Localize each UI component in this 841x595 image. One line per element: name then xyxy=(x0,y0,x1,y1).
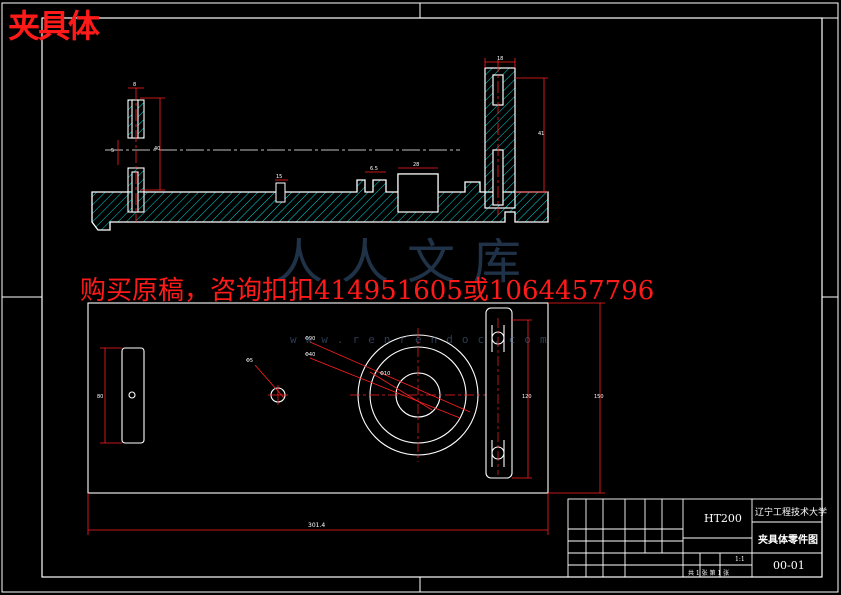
dim-side-height: 41 xyxy=(538,131,544,137)
dim-circle-a: Φ10 xyxy=(380,371,390,377)
right-slot-bar xyxy=(485,307,513,479)
title-block-sheet: 共 1 张 第 1 张 xyxy=(688,570,730,577)
dim-height-b: 120 xyxy=(522,394,532,400)
dim-left-upper: 8 xyxy=(133,82,136,88)
dim-left-view-height: 80 xyxy=(97,394,103,400)
title-block-scale: 1:1 xyxy=(735,556,745,563)
left-block xyxy=(121,347,145,444)
top-view xyxy=(87,302,549,494)
dim-overall-length: 301.4 xyxy=(308,522,325,529)
dim-height-a: 150 xyxy=(594,394,604,400)
title-block-part-name: 夹具体零件图 xyxy=(758,535,818,546)
front-dimensions xyxy=(117,58,548,193)
title-block-material: HT200 xyxy=(704,512,742,525)
dim-slot-c: 28 xyxy=(413,162,419,168)
purchase-notice: 购买原稿，咨询扣扣414951605或1064457796 xyxy=(80,276,655,306)
dim-circle-d: Φ5 xyxy=(246,358,253,364)
watermark-url: www.renrendoc.com xyxy=(290,333,556,346)
dim-top-width: 18 xyxy=(497,56,503,62)
top-view-dimensions xyxy=(87,302,605,535)
dim-left-height: 40 xyxy=(154,146,160,152)
drawing-title: 夹具体 xyxy=(8,7,100,45)
plate-outline xyxy=(87,302,549,494)
centering-marks xyxy=(2,3,838,592)
title-block-institution: 辽宁工程技术大学 xyxy=(755,508,828,518)
dim-circle-b: Φ90 xyxy=(305,336,315,342)
dim-slot-a: 15 xyxy=(276,174,282,180)
dim-slot-b: 6.5 xyxy=(370,166,378,172)
title-block xyxy=(567,498,823,578)
title-block-drawing-number: 00-01 xyxy=(773,559,805,572)
left-pin xyxy=(127,88,145,222)
front-view: 18 41 40 8 5 15 6.5 28 xyxy=(91,56,549,231)
right-column xyxy=(484,60,516,215)
dim-circle-c: Φ40 xyxy=(305,352,315,358)
watermark-logo: 人人文库 xyxy=(275,234,540,290)
dim-left-lower: 5 xyxy=(111,148,114,154)
